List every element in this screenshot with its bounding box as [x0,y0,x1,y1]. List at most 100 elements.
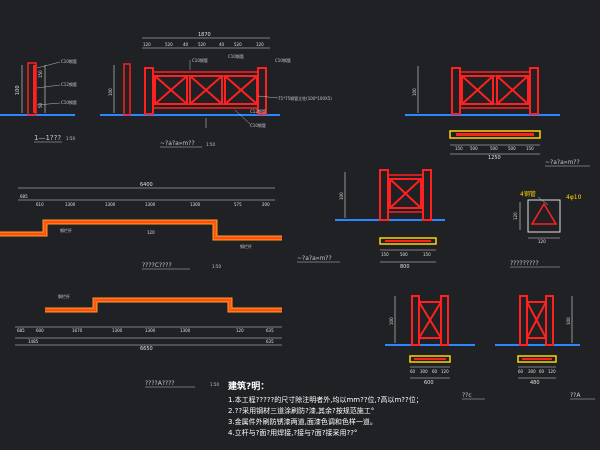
dim-text: 100 [389,317,394,325]
elev-note: C10钢管 [228,53,244,59]
dim-seg: 150 [455,146,463,151]
brace [496,75,529,105]
leader-line [257,95,279,99]
dim-seg: 40 [183,42,189,47]
dim-seg: 150 [381,252,389,257]
dim-seg: 600 [36,328,44,333]
dim-total: 480 [530,380,540,386]
section-scale: 1:50 [66,136,75,141]
dim-seg: 1300 [145,202,156,207]
plan-strip-fill [385,240,431,242]
dim-seg: 610 [36,202,44,207]
dim-seg: 120 [236,328,244,333]
section-dim-text: 50 [38,102,43,108]
section-note: C12钢管 [61,81,77,87]
brace [461,75,494,105]
dim-seg: 520 [165,42,173,47]
dim-seg: 1300 [65,202,76,207]
fence-post [529,67,539,115]
dim-seg: 60 [539,369,545,374]
plan-title: ????C???? [142,262,172,269]
panel [389,178,422,209]
fence-post [144,67,154,115]
panel [496,75,529,105]
panel [189,75,223,105]
section-dim-text: 100 [15,85,21,95]
design-notes: 建筑?明： 1.本工程?????的尺寸除注明者外,均以mm??位,?高以m??位… [228,382,588,439]
elev-title: ~?a?a»m?? [160,140,195,147]
gate-title: ??A [570,392,581,399]
dim-seg: 685 [20,194,28,199]
dim-seg: 40 [219,42,225,47]
dim-total: 1870 [198,32,211,38]
detail-label: 4φ10 [566,194,582,201]
dim-seg: 300 [420,369,428,374]
dim-seg: 120 [256,42,264,47]
dim-seg: 150 [526,146,534,151]
note-item: 4.立杆与?面?用焊接,?接与?面?接采用??° [228,429,358,437]
dim-seg: 685 [17,328,25,333]
plan-c: 6400 685 610 1300 1300 1300 1300 575 200… [0,182,282,270]
dim-seg: 1300 [112,328,123,333]
plan-strip [379,237,437,245]
dim-seg: 1670 [72,328,83,333]
panel [526,301,547,339]
plan-strip [449,130,541,139]
dim-seg: 120 [548,369,556,374]
top-rail [459,71,531,77]
plan-strip-fill [456,133,534,136]
elev-note: C10钢管 [250,122,266,128]
elev-note: C10钢管 [275,57,291,63]
detail-square [527,199,561,233]
panel [154,75,188,105]
leader-line [234,109,251,125]
dim-seg: 635 [266,328,274,333]
dim-seg: 1300 [190,202,201,207]
dim-sub: 635 [266,339,274,344]
mini-section: 100 [100,63,145,116]
dim-seg: 500 [400,252,408,257]
gate-panel [418,301,442,339]
gate-right: 100 60 300 60 120 480 ??A [495,295,595,400]
gate-left: 100 60 300 60 120 600 ??c [385,295,485,400]
dim-seg: 150 [423,252,431,257]
plan-note: 120 [147,230,155,235]
panel [224,75,258,105]
dim-text: 100 [108,88,113,96]
brace [224,75,258,105]
small-elevation: 100 150 500 150 800 ~?a?a»m?? [297,169,445,270]
brace [154,75,188,105]
gate-panel [526,301,547,339]
section-title: 1—1??? [34,134,61,142]
plan-a: 钢栏杆 685 600 1670 1300 1300 1300 120 635 … [15,293,282,388]
elev-scale: 1:50 [206,142,215,147]
elevation-top: 1870 120 520 40 520 40 520 120 C10钢管 C10… [140,32,332,148]
dim-seg: 60 [410,369,416,374]
cross-panel [389,178,422,209]
dim-seg: 200 [262,202,270,207]
detail-title: ????????? [510,260,539,267]
plan-strip-fill [522,358,552,360]
dim-seg: 520 [198,42,206,47]
dim-seg: 60 [432,369,438,374]
rail-center [45,299,282,311]
dim-total: 600 [424,380,434,386]
dim-seg: 500 [470,146,478,151]
dim-seg: 120 [143,42,151,47]
brace [189,75,223,105]
dim-total: 1250 [488,155,501,161]
dim-seg: 1300 [180,328,191,333]
brace [389,178,422,209]
dim-seg: 60 [518,369,524,374]
dim-seg: 500 [508,146,516,151]
leader-line [36,61,61,69]
plan-strip-fill [414,358,446,360]
dim-total: 6400 [140,182,153,188]
dim-total: 800 [400,264,410,270]
dim-text: 100 [412,88,417,96]
detail-triangle [530,202,558,225]
plan-title: ????A???? [145,380,175,387]
panel [461,75,494,105]
brace [526,301,547,339]
